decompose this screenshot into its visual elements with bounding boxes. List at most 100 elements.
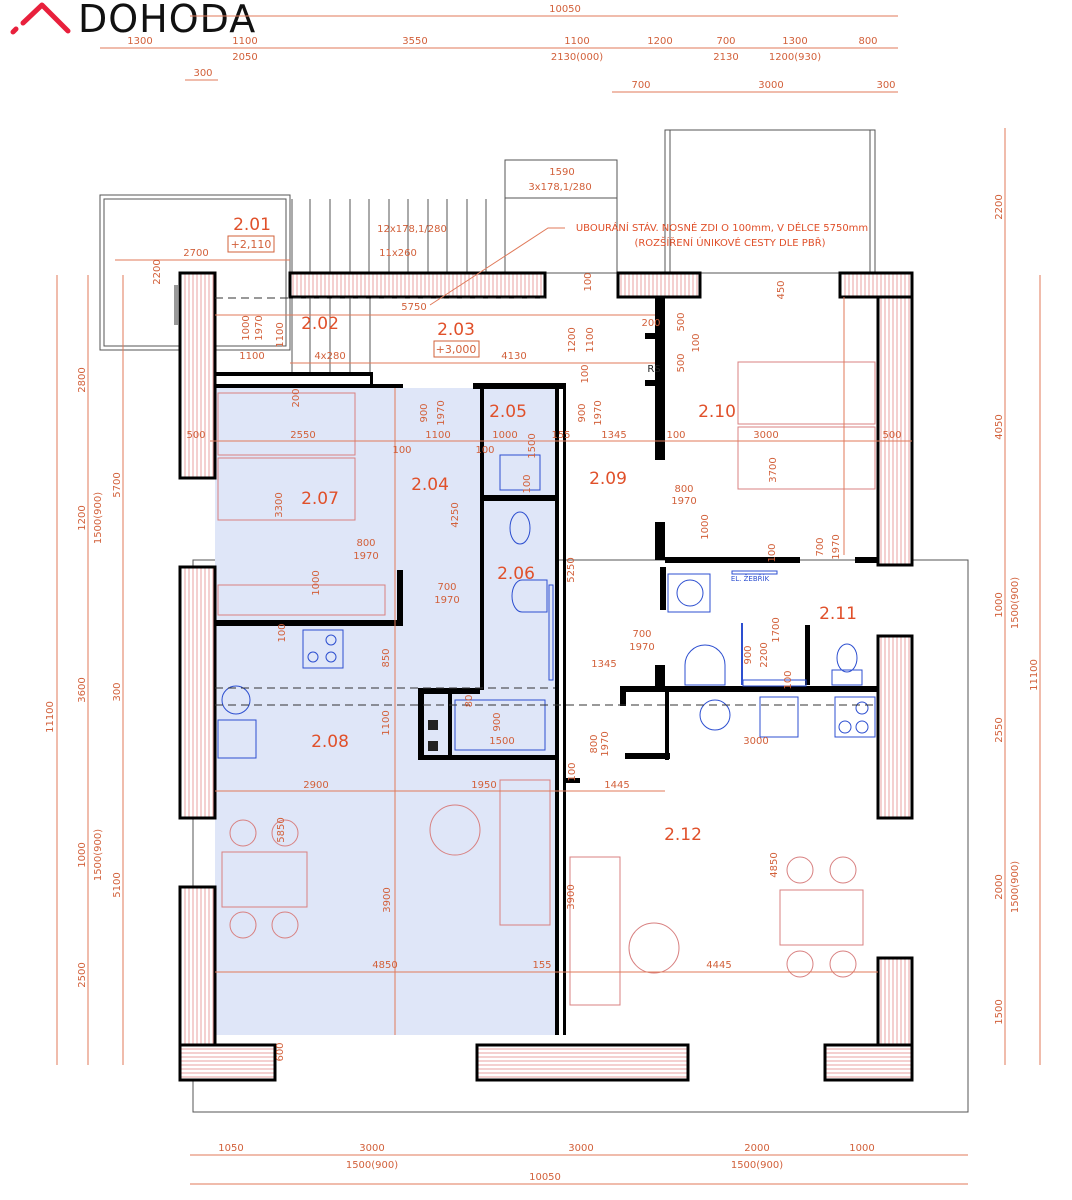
stove xyxy=(302,629,344,669)
dim: 1100 xyxy=(425,430,450,441)
dim: 1345 xyxy=(601,430,626,441)
dim: 1000 xyxy=(994,592,1005,617)
dim: 3700 xyxy=(768,457,779,482)
dim: 1050 xyxy=(218,1143,243,1154)
dim: 800 xyxy=(674,484,693,495)
dim: 2200 xyxy=(152,259,163,284)
cooktop xyxy=(834,696,876,738)
room-2-07: 2.07 xyxy=(301,489,339,509)
dim: 80 xyxy=(464,695,475,708)
dim: 100 xyxy=(691,333,702,352)
dim: 100 xyxy=(475,445,494,456)
dim: 1500 xyxy=(994,999,1005,1024)
dim: 100 xyxy=(392,445,411,456)
dim: 1500 xyxy=(527,433,538,458)
dim: 500 xyxy=(186,430,205,441)
room-2-03: 2.03 xyxy=(437,320,475,340)
dim: 1200(930) xyxy=(769,52,821,63)
bottom-dimensions: 1050 3000 3000 2000 1000 1500(900) 1500(… xyxy=(218,1143,874,1183)
dim: 700 xyxy=(632,629,651,640)
right-dimensions: 2200 4050 1000 1500(900) 2550 2000 1500(… xyxy=(994,194,1040,1024)
furniture xyxy=(217,361,876,1006)
dim: 800 xyxy=(356,538,375,549)
washing-machine xyxy=(667,573,711,613)
dim: 100 xyxy=(583,272,594,291)
dim: 11x260 xyxy=(379,248,417,259)
dim: 1445 xyxy=(604,780,629,791)
toilet xyxy=(509,511,531,545)
room-2-11: 2.11 xyxy=(819,604,857,624)
dim: 2130(000) xyxy=(551,52,603,63)
dim: 1000 xyxy=(849,1143,874,1154)
dim: 5250 xyxy=(566,557,577,582)
dim: 1100 xyxy=(564,36,589,47)
left-dimensions: 11100 2800 1200 1500(900) 3600 1000 1500… xyxy=(45,367,123,987)
logo-text: DOHODA xyxy=(78,0,256,41)
dim: 900 xyxy=(492,712,503,731)
dim: 1500(900) xyxy=(1010,861,1021,913)
room-2-05: 2.05 xyxy=(489,402,527,422)
dim: 1100 xyxy=(239,351,264,362)
dim: 4130 xyxy=(501,351,526,362)
demolition-note-line2: (ROZŠÍŘENÍ ÚNIKOVÉ CESTY DLE PBŘ) xyxy=(634,236,825,249)
demolition-note-line1: UBOURÁNÍ STÁV. NOSNÉ ZDI O 100mm, V DÉLC… xyxy=(576,221,868,234)
dim: 10050 xyxy=(529,1172,561,1183)
dim: 2550 xyxy=(290,430,315,441)
washer xyxy=(499,454,541,491)
dim: 2500 xyxy=(77,962,88,987)
dim: 2000 xyxy=(744,1143,769,1154)
dim: 3x178,1/280 xyxy=(528,182,591,193)
room-2-02: 2.02 xyxy=(301,314,339,334)
dim: 1100 xyxy=(275,322,286,347)
dim: 700 xyxy=(437,582,456,593)
exterior-walls xyxy=(174,271,914,1082)
dim: 155 xyxy=(551,430,570,441)
sink xyxy=(221,685,251,715)
dim: 4x280 xyxy=(314,351,345,362)
sofa xyxy=(499,779,551,926)
dim: 700 xyxy=(631,80,650,91)
cooktop-hood xyxy=(759,696,799,738)
dim: 700 xyxy=(716,36,735,47)
dim: 1000 xyxy=(77,842,88,867)
dim: 11100 xyxy=(1029,659,1040,691)
dim: 2550 xyxy=(994,717,1005,742)
dim: 5850 xyxy=(276,817,287,842)
dim: 1590 xyxy=(549,167,574,178)
dim: 100 xyxy=(567,762,578,781)
dim: 900 xyxy=(743,645,754,664)
dim: 1970 xyxy=(600,731,611,756)
dim: 3000 xyxy=(743,736,768,747)
dim: 3300 xyxy=(274,492,285,517)
dim: 4445 xyxy=(706,960,731,971)
dim: 1970 xyxy=(831,534,842,559)
dining-table xyxy=(779,889,864,946)
bed xyxy=(737,361,876,425)
dim: 5700 xyxy=(112,472,123,497)
dim: 1970 xyxy=(629,642,654,653)
dim: 300 xyxy=(112,682,123,701)
bed xyxy=(217,392,356,456)
dim: 1970 xyxy=(434,595,459,606)
dim: 2130 xyxy=(713,52,738,63)
dim: 800 xyxy=(589,734,600,753)
dim: 850 xyxy=(381,648,392,667)
kitchen-sink xyxy=(699,699,731,731)
dim: 1970 xyxy=(593,400,604,425)
dim: 100 xyxy=(783,670,794,689)
dim: 1100 xyxy=(585,327,596,352)
room-labels: 2.01 +2,110 2.02 2.03 +3,000 2.04 2.05 2… xyxy=(227,215,857,845)
dim: 1000 xyxy=(311,570,322,595)
dim: 1100 xyxy=(232,36,257,47)
dim: 10050 xyxy=(549,4,581,15)
dim: 100 xyxy=(580,364,591,383)
room-2-12: 2.12 xyxy=(664,825,702,845)
room-2-04: 2.04 xyxy=(411,475,449,495)
shaft-icon xyxy=(428,741,438,751)
dim: 2900 xyxy=(303,780,328,791)
dim: 100 xyxy=(767,543,778,562)
room-2-06: 2.06 xyxy=(497,564,535,584)
dim: 2800 xyxy=(77,367,88,392)
apartment-area xyxy=(215,388,555,1035)
dim: 1200 xyxy=(647,36,672,47)
